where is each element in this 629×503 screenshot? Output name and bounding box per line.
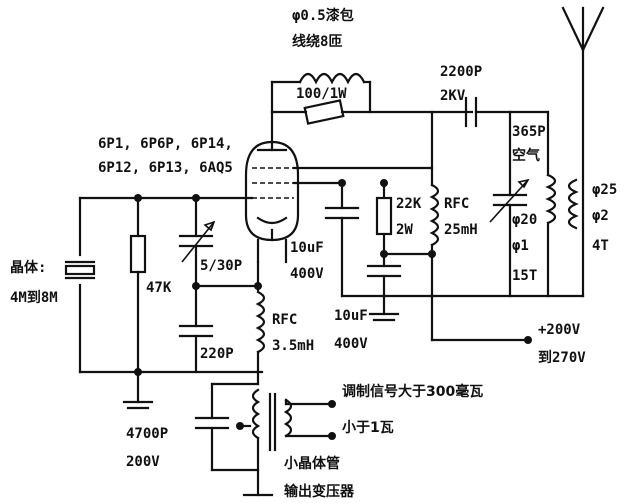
label-coil-wire: φ0.5漆包 [292,7,354,24]
label-transformer2: 输出变压器 [284,483,355,500]
label-coil-t1: 15T [512,268,537,284]
grid-circuit [64,194,264,410]
label-res-22k: 22K [396,196,422,212]
antenna-symbol [561,6,605,298]
label-cap-2200p-v: 2KV [440,88,466,104]
label-mod-signal2: 小于1瓦 [342,420,394,436]
label-rfc2: RFC [272,312,297,328]
label-tube-line2: 6P12, 6P13, 6AQ5 [98,160,233,176]
tank-circuit [489,110,579,298]
cap-2200p-symbol [464,96,550,128]
label-coil-d2: φ1 [512,238,529,254]
vacuum-tube [244,110,434,264]
label-coil-turns: 线绕8匝 [292,33,342,50]
label-parallel-res: 100/1W [296,86,347,102]
label-ant-t: 4T [592,238,609,254]
label-tube-line1: 6P1, 6P6P, 6P14, [98,136,233,152]
label-coil-d1: φ20 [512,212,537,228]
label-cap-10uf-a-v: 400V [290,266,324,282]
screen-circuit [324,179,436,322]
label-rfc1-val: 25mH [444,222,478,238]
label-rfc1: RFC [444,196,469,212]
label-ant-d2: φ2 [592,208,609,224]
label-cap-4700p: 4700P [126,426,168,442]
label-cap-10uf-b: 10uF [334,308,368,324]
label-var-cap: 365P [512,124,546,140]
label-ant-d1: φ25 [592,182,617,198]
cathode-circuit [194,260,336,497]
label-cap-4700p-v: 200V [126,454,160,470]
label-cap-2200p: 2200P [440,64,482,80]
label-supply2: 到270V [538,350,586,366]
plate-parasitic-coil [270,72,474,125]
label-crystal: 晶体: [10,259,46,276]
label-cap-10uf-a: 10uF [290,240,324,256]
label-rfc2-val: 3.5mH [272,338,314,354]
label-crystal-freq: 4M到8M [10,290,58,306]
label-cap-220p: 220P [200,346,234,362]
label-trimmer: 5/30P [200,258,242,274]
label-var-cap-type: 空气 [512,147,540,164]
label-res-22k-w: 2W [396,222,413,238]
label-mod-signal: 调制信号大于300毫瓦 [342,383,483,400]
label-res-47k: 47K [146,280,172,296]
label-transformer1: 小晶体管 [284,455,340,472]
label-supply: +200V [538,322,581,338]
label-cap-10uf-b-v: 400V [334,336,368,352]
rfc-25mh [429,110,532,344]
